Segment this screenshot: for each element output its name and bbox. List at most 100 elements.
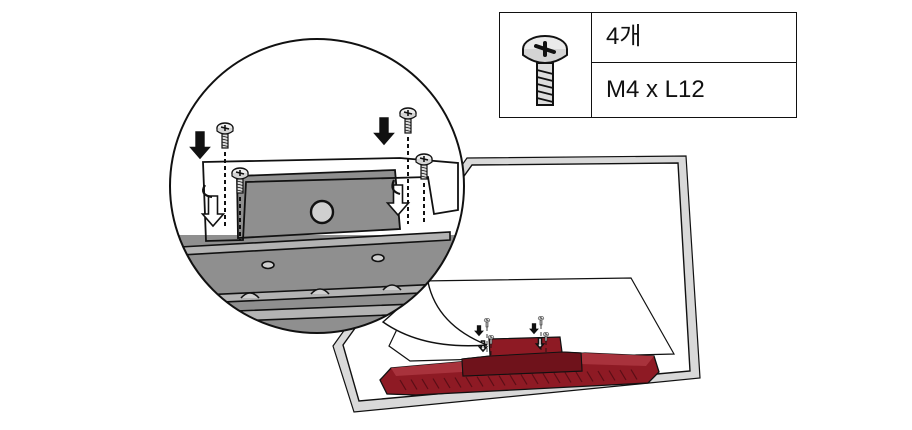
- stand-base-rib: [421, 378, 429, 390]
- screw-icon: [216, 122, 234, 149]
- screw-shaft: [236, 178, 244, 194]
- screw-thread: [485, 322, 489, 324]
- down-arrow-icon: [200, 195, 226, 228]
- stand-base-rib: [410, 379, 418, 390]
- screw-thread: [221, 135, 229, 138]
- stand-base-rib: [575, 371, 583, 383]
- screw-thread: [404, 129, 412, 132]
- screw-spec-table: 4개 M4 x L12: [499, 12, 797, 118]
- screw-thread: [539, 323, 543, 325]
- stand-base-rib: [586, 371, 594, 382]
- screw-cross: [485, 318, 489, 322]
- zoom-curve: [391, 179, 401, 196]
- stand-base-rib: [443, 377, 451, 389]
- screw-thread: [236, 186, 244, 189]
- screw-cross: [235, 170, 245, 176]
- screw-icon: [483, 318, 491, 328]
- screw-thread: [420, 166, 428, 169]
- screw-thread: [221, 144, 229, 147]
- stand-base-ribs: [399, 369, 638, 391]
- screw-thread: [404, 120, 412, 123]
- down-arrow-icon: [477, 340, 489, 353]
- screw-thread: [221, 141, 229, 144]
- stand-base-rib: [531, 373, 539, 385]
- screw-thread: [485, 323, 489, 325]
- zoom-center-hole: [309, 199, 335, 225]
- stand-base-rib: [476, 376, 484, 387]
- stand-base-rib: [509, 374, 517, 386]
- down-arrow-icon: [474, 325, 484, 337]
- callout-pointer: [381, 280, 488, 347]
- stand-base-rib: [630, 369, 638, 380]
- stand-base-rib: [520, 374, 528, 385]
- zoom-round-hole: [261, 260, 275, 270]
- stand-base-rib: [619, 369, 627, 381]
- zoom-round-hole: [371, 253, 385, 263]
- zoom-slot: [310, 288, 330, 295]
- screw-thread: [539, 320, 543, 322]
- stand-base-rib: [553, 372, 561, 384]
- screw-shaft: [420, 164, 428, 180]
- zoom-circle-border: [169, 38, 465, 334]
- stand-assembly: [379, 336, 660, 396]
- zoom-slot: [382, 284, 402, 291]
- zoom-slot: [240, 292, 260, 299]
- zoom-slot-holes: [240, 253, 402, 299]
- screw-thread: [544, 337, 548, 339]
- screw-thread: [485, 325, 489, 327]
- screw-icon: [522, 35, 568, 106]
- screw-thread: [544, 336, 548, 338]
- screw-cross: [403, 110, 413, 116]
- screw-thread: [236, 183, 244, 186]
- screw-cross: [220, 125, 230, 131]
- down-arrow-icon: [189, 131, 211, 160]
- screw-thread: [485, 324, 489, 326]
- screw-shaft: [404, 118, 412, 134]
- stand-base-rib: [454, 377, 462, 388]
- screw-thread: [539, 321, 543, 323]
- screw-icon: [399, 107, 417, 134]
- down-arrow-icon: [534, 337, 546, 350]
- screw-thread: [544, 338, 548, 340]
- screw-thread: [420, 172, 428, 175]
- stand-base-rib: [498, 375, 506, 386]
- zoom-curve: [202, 184, 213, 199]
- down-arrow-icon: [385, 184, 411, 217]
- table-divider-vertical: [591, 13, 593, 117]
- screw-cross: [544, 332, 548, 336]
- table-divider-horizontal: [591, 62, 796, 64]
- stand-base-rib: [432, 378, 440, 389]
- stand-base-rib: [487, 375, 495, 387]
- screw-cross: [419, 156, 429, 162]
- stand-base-rib: [597, 370, 605, 382]
- screw-shaft: [221, 133, 229, 149]
- stand-base-rib: [542, 373, 550, 384]
- stand-base-rib: [399, 379, 407, 391]
- screw-thread: [489, 341, 493, 343]
- screw-thread: [489, 342, 493, 344]
- screw-size: M4 x L12: [606, 76, 705, 103]
- small-screws-group: [474, 316, 550, 356]
- screw-thread: [544, 339, 548, 341]
- screw-thread: [221, 138, 229, 141]
- down-arrow-icon: [373, 117, 395, 146]
- screw-cross: [539, 316, 543, 320]
- stand-base-rib: [465, 376, 473, 388]
- screw-thread: [420, 175, 428, 178]
- screw-thread: [236, 189, 244, 192]
- screw-icon: [415, 153, 433, 180]
- stand-neck-front: [461, 351, 583, 377]
- screw-thread: [236, 180, 244, 183]
- stand-base-rib: [564, 372, 572, 383]
- down-arrow-icon: [529, 323, 539, 335]
- zoom-screws-group: [189, 107, 433, 240]
- screw-thread: [404, 126, 412, 129]
- screw-thread: [489, 339, 493, 341]
- screw-icon: [542, 332, 550, 342]
- screw-thread: [404, 123, 412, 126]
- screw-quantity: 4개: [606, 23, 642, 50]
- screw-cross: [489, 335, 493, 339]
- screw-thread: [420, 169, 428, 172]
